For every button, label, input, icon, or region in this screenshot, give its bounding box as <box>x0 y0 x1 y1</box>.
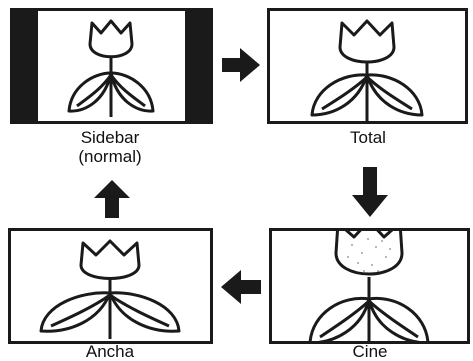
cine-panel <box>269 228 470 344</box>
sidebar-label: Sidebar (normal) <box>60 128 160 166</box>
total-label: Total <box>350 128 386 147</box>
ancha-label: Ancha <box>85 342 135 361</box>
tulip-icon <box>310 19 424 121</box>
arrow-left-icon <box>221 270 261 304</box>
right-sidebar-bar <box>185 11 210 121</box>
cine-label: Cine <box>352 342 388 361</box>
tulip-icon <box>67 19 155 117</box>
sidebar-label-line1: Sidebar <box>80 128 140 147</box>
arrow-up-icon <box>94 180 130 218</box>
sidebar-panel <box>10 8 213 124</box>
tulip-icon <box>308 231 430 341</box>
arrow-down-icon <box>352 167 388 217</box>
left-sidebar-bar <box>13 11 38 121</box>
arrow-right-icon <box>222 48 260 82</box>
total-panel <box>267 8 468 124</box>
sidebar-label-line2: (normal) <box>78 147 142 166</box>
ancha-panel <box>8 228 213 344</box>
tulip-icon <box>39 239 181 339</box>
